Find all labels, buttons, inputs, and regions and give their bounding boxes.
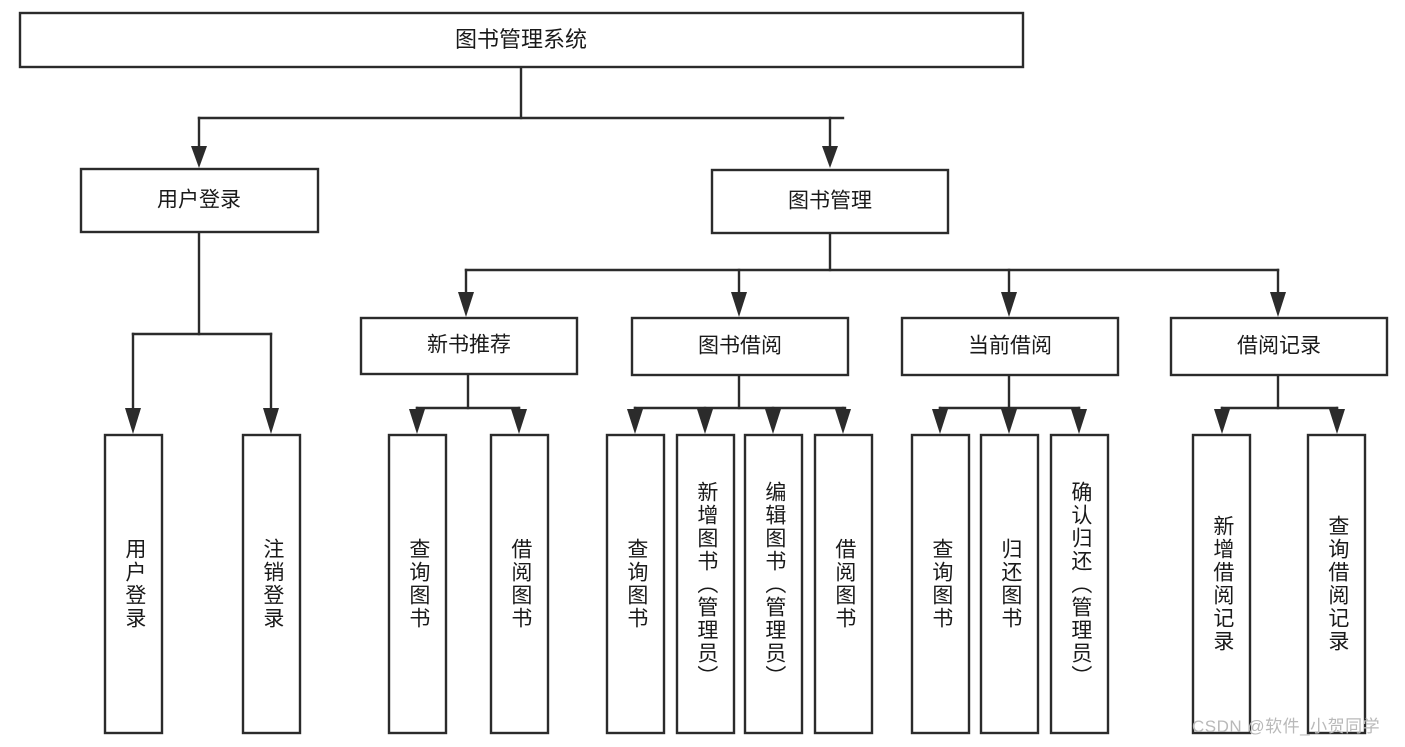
node-root-label: 图书管理系统	[455, 27, 587, 52]
arrow-head-nb-leaf-0	[409, 409, 425, 434]
arrow-head-br-leaf-0	[1214, 409, 1230, 434]
arrow-head-bb-leaf-0	[627, 409, 643, 434]
leaf-box-current-borrow-0[interactable]	[910, 433, 971, 735]
connector-group-book-mgmt	[458, 231, 1286, 317]
node-new-book-box[interactable]	[359, 316, 579, 376]
arrow-head-bb-leaf-3	[835, 409, 851, 434]
arrow-head-br-leaf-1	[1329, 409, 1345, 434]
node-current-borrow-label: 当前借阅	[968, 335, 1052, 358]
arrow-head-user-login	[191, 146, 207, 168]
arrow-head-l3-1	[731, 292, 747, 317]
arrow-head-nb-leaf-1	[511, 409, 527, 434]
watermark-text: CSDN @软件_小贺同学	[1192, 717, 1381, 736]
leaf-box-book-borrow-3[interactable]	[813, 433, 874, 735]
connector-group-user-login	[125, 230, 279, 434]
arrow-head-l3-3	[1270, 292, 1286, 317]
leaf-box-current-borrow-2[interactable]	[1049, 433, 1110, 735]
node-root-box[interactable]	[18, 11, 1025, 69]
connector-group-new-book	[409, 372, 527, 434]
arrow-head-cb-leaf-0	[932, 409, 948, 434]
node-user-login-label: 用户登录	[157, 189, 241, 212]
connector-group-book-borrow	[627, 373, 851, 434]
node-book-mgmt-box[interactable]	[710, 168, 950, 235]
connector-group-root	[191, 65, 845, 168]
leaf-box-book-borrow-1[interactable]	[675, 433, 736, 735]
node-new-book-label: 新书推荐	[427, 334, 511, 357]
node-book-mgmt-label: 图书管理	[788, 190, 872, 213]
node-borrow-record-box[interactable]	[1169, 316, 1389, 377]
node-user-login-box[interactable]	[79, 167, 320, 234]
leaf-box-book-borrow-2[interactable]	[743, 433, 804, 735]
arrow-head-book-mgmt	[822, 146, 838, 168]
connector-group-borrow-record	[1214, 373, 1345, 434]
node-book-borrow-label: 图书借阅	[698, 335, 782, 358]
node-borrow-record-label: 借阅记录	[1237, 335, 1321, 358]
node-book-borrow-box[interactable]	[630, 316, 850, 377]
arrow-head-bb-leaf-2	[765, 409, 781, 434]
node-current-borrow-box[interactable]	[900, 316, 1120, 377]
arrow-head-l3-0	[458, 292, 474, 317]
leaf-box-user-login-1[interactable]	[241, 433, 302, 735]
leaf-box-current-borrow-1[interactable]	[979, 433, 1040, 735]
arrow-head-ul-leaf-1	[263, 408, 279, 434]
arrow-head-l3-2	[1001, 292, 1017, 317]
arrow-head-cb-leaf-2	[1071, 409, 1087, 434]
leaf-box-book-borrow-0[interactable]	[605, 433, 666, 735]
leaf-box-borrow-record-0[interactable]	[1191, 433, 1252, 735]
arrow-head-cb-leaf-1	[1001, 409, 1017, 434]
arrow-head-ul-leaf-0	[125, 408, 141, 434]
leaf-box-new-book-1[interactable]	[489, 433, 550, 735]
leaf-box-borrow-record-1[interactable]	[1306, 433, 1367, 735]
connector-group-current-borrow	[932, 373, 1087, 434]
arrow-head-bb-leaf-1	[697, 409, 713, 434]
leaf-box-new-book-0[interactable]	[387, 433, 448, 735]
leaf-box-user-login-0[interactable]	[103, 433, 164, 735]
